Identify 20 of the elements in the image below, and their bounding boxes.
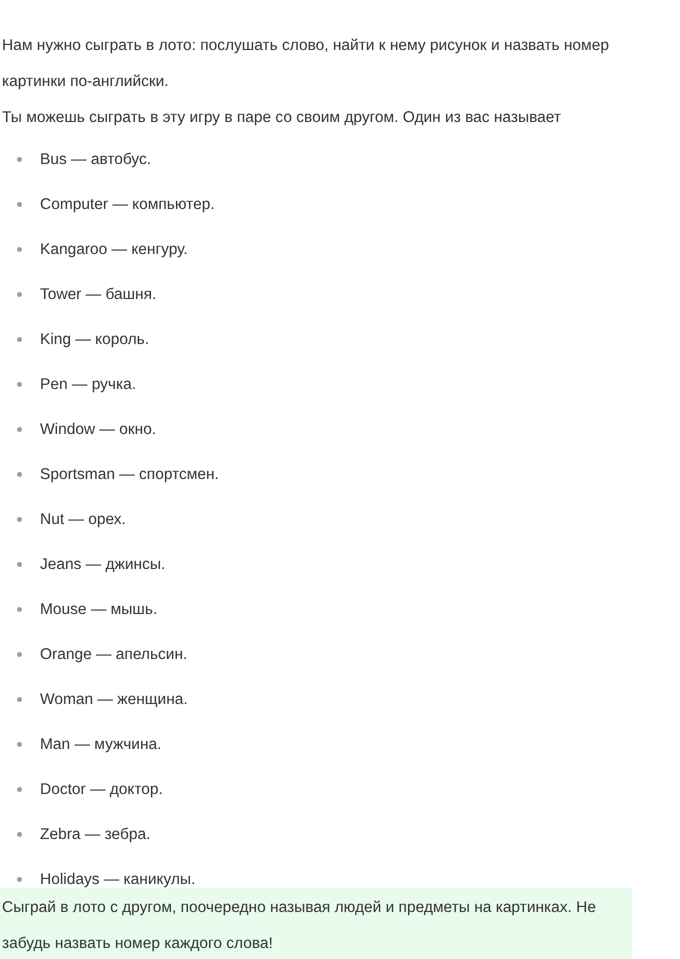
list-item: Orange — апельсин.: [40, 644, 188, 665]
list-item: King — король.: [40, 330, 150, 350]
list-item: Computer — компьютер.: [40, 194, 215, 215]
list-item: Pen — ручка.: [40, 374, 136, 395]
note-text: Сыграй в лото с другом, поочередно называя людей и предметы на картинках. Не забудь назвать номер каждого слова!: [2, 898, 597, 954]
list-item: Sportsman — спортсмен.: [40, 464, 219, 485]
list-item: Kangaroo — кенгуру.: [40, 240, 188, 260]
list-item: Jeans — джинсы.: [40, 554, 166, 575]
list-item: Holidays — каникулы.: [40, 870, 196, 890]
list-item: Bus — автобус.: [40, 150, 152, 170]
list-item: Nut — орех.: [40, 510, 126, 530]
list-item: Woman — женщина.: [40, 690, 188, 710]
list-item: Doctor — доктор.: [40, 780, 163, 800]
list-item: Zebra — зебра.: [40, 824, 150, 845]
list-item: Man — мужчина.: [40, 734, 162, 755]
paragraph: Ты можешь сыграть в эту игру в паре со своим другом. Один из вас называет: [2, 108, 562, 128]
paragraph: Нам нужно сыграть в лото: послушать слово, найти к нему рисунок и назвать номер картинки по-английски.: [2, 36, 610, 92]
list-item: Window — окно.: [40, 420, 156, 440]
list-item: Tower — башня.: [40, 284, 156, 305]
list-item: Mouse — мышь.: [40, 600, 158, 620]
